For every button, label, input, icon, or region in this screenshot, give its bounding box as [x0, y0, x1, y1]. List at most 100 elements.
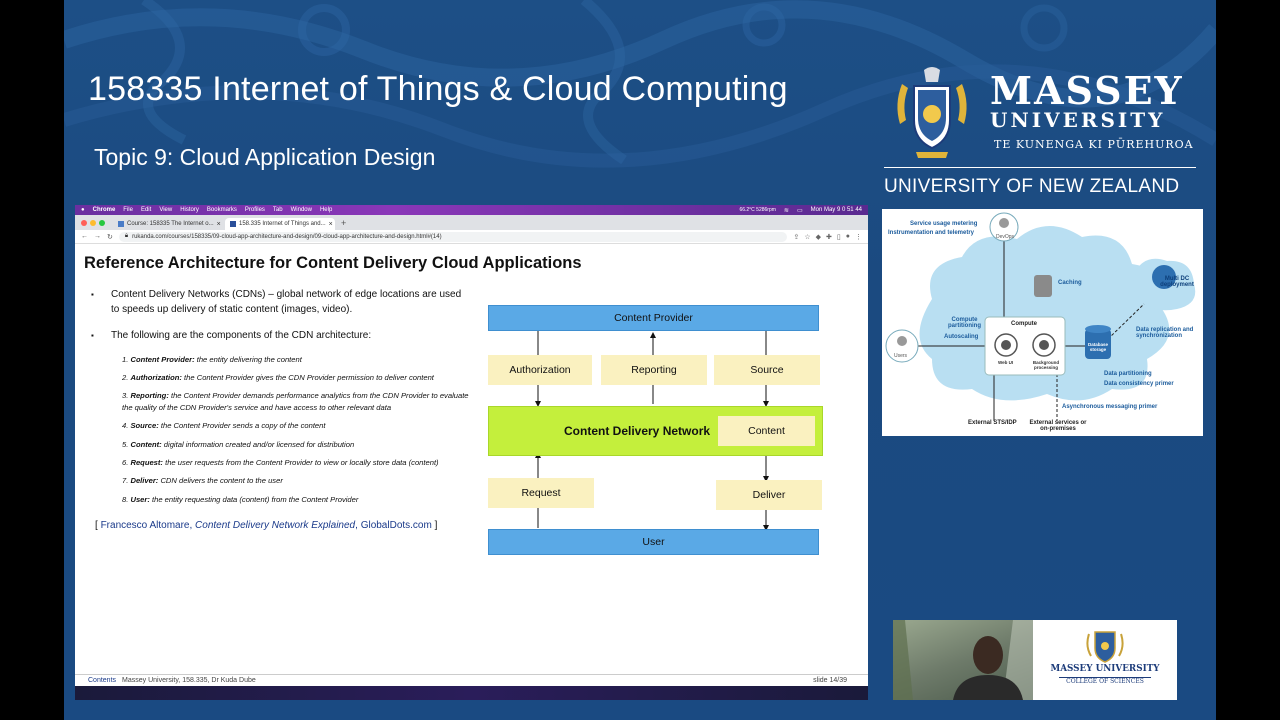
menu-app-chrome[interactable]: Chrome — [92, 207, 116, 213]
arch-label-background: Background processing — [1032, 360, 1060, 370]
webcam-feed — [893, 620, 1033, 700]
url-text: rukanda.com/courses/158335/09-cloud-app-… — [132, 233, 442, 240]
menu-window[interactable]: Window — [290, 207, 312, 213]
page-title: Reference Architecture for Content Deliv… — [84, 254, 582, 272]
list-item: 2. Authorization: the Content Provider g… — [122, 372, 434, 382]
url-input[interactable]: 🔒︎ rukanda.com/courses/158335/09-cloud-a… — [118, 231, 788, 242]
list-item: 4. Source: the Content Provider sends a … — [122, 421, 326, 431]
menu-view[interactable]: View — [159, 207, 173, 213]
slide-number: slide 14/39 — [813, 677, 847, 684]
cdn-diagram: Content Provider Authorization Reporting… — [488, 305, 828, 555]
arch-label-multi-dc: Multi DC deployment — [1160, 276, 1194, 288]
tab-slides[interactable]: 158.335 Internet of Things and... × — [225, 218, 335, 230]
slide-page: Reference Architecture for Content Deliv… — [75, 244, 868, 674]
card-crest-icon — [1086, 631, 1124, 663]
massey-logo: MASSEY UNIVERSITY TE KUNENGA KI PŪREHURO… — [884, 64, 1204, 204]
deliver-box: Deliver — [716, 480, 822, 510]
authorization-box: Authorization — [488, 355, 592, 385]
citation: [ Francesco Altomare, Content Delivery N… — [95, 520, 438, 531]
citation-link[interactable]: Francesco Altomare, Content Delivery Net… — [100, 520, 432, 531]
window-controls — [81, 219, 105, 226]
arch-label-web-ui: Web UI — [998, 360, 1014, 365]
extension-icon[interactable]: ◆ — [815, 233, 822, 241]
cloud-shape — [885, 212, 1196, 421]
nz-tagline: UNIVERSITY OF NEW ZEALAND — [884, 176, 1180, 197]
reporting-box: Reporting — [601, 355, 707, 385]
apple-icon[interactable]: ● — [81, 207, 85, 213]
presenter-silhouette — [893, 620, 1033, 700]
menu-profiles[interactable]: Profiles — [244, 207, 265, 213]
slide: 158335 Internet of Things & Cloud Comput… — [64, 0, 1216, 720]
menu-tab[interactable]: Tab — [272, 207, 283, 213]
reload-icon[interactable]: ↻ — [107, 233, 113, 241]
arch-label-compute-partitioning: Compute partitioning — [948, 317, 981, 329]
browser-window: ● Chrome File Edit View History Bookmark… — [75, 205, 868, 700]
cloud-architecture-image: Service usage metering Instrumentation a… — [882, 209, 1203, 436]
more-menu-icon[interactable]: ⋮ — [855, 233, 862, 241]
system-temp-status[interactable]: 66.2°C 5286rpm — [739, 207, 776, 213]
component-list: 1. Content Provider: the entity deliveri… — [122, 354, 471, 506]
arch-label-compute: Compute — [1011, 321, 1037, 327]
contents-link[interactable]: Contents — [88, 677, 117, 684]
cdn-label: Content Delivery Network — [564, 424, 711, 438]
menu-file[interactable]: File — [123, 207, 133, 213]
list-item: 3. Reporting: the Content Provider deman… — [122, 391, 469, 413]
bullet-list: Content Delivery Networks (CDNs) – globa… — [89, 288, 471, 512]
list-item: 1. Content Provider: the entity deliveri… — [122, 354, 302, 364]
share-icon[interactable]: ⇪ — [793, 233, 800, 241]
minimize-window-button[interactable] — [90, 219, 96, 226]
menu-edit[interactable]: Edit — [140, 207, 152, 213]
menu-history[interactable]: History — [180, 207, 199, 213]
maori-motto: TE KUNENGA KI PŪREHUROA — [994, 138, 1194, 151]
koru-pattern-background — [64, 0, 1216, 168]
new-tab-icon[interactable]: + — [341, 217, 347, 228]
close-tab-icon[interactable]: × — [328, 220, 333, 228]
close-window-button[interactable] — [81, 219, 87, 226]
menu-clock[interactable]: Mon May 9 0 51 44 — [810, 207, 862, 213]
content-box: Content — [718, 416, 815, 446]
list-item: 5. Content: digital information created … — [122, 439, 355, 449]
arch-label-metering: Service usage metering — [910, 221, 978, 227]
favicon-icon — [230, 221, 236, 227]
bullet-components: The following are the components of the … — [89, 329, 471, 344]
card-college-name: COLLEGE OF SCIENCES — [1066, 678, 1144, 685]
tab-course[interactable]: Course: 158335 The Internet o... × — [113, 218, 223, 230]
menu-help[interactable]: Help — [319, 207, 333, 213]
back-icon[interactable]: ← — [81, 233, 88, 240]
card-university-name: MASSEY UNIVERSITY — [1050, 664, 1160, 674]
content-provider-box: Content Provider — [488, 305, 819, 331]
arch-label-partitioning: Data partitioning — [1104, 371, 1152, 377]
university-wordmark: UNIVERSITY — [990, 108, 1166, 132]
profile-avatar-icon[interactable]: ● — [845, 232, 850, 240]
address-bar: ← → ↻ 🔒︎ rukanda.com/courses/158335/09-c… — [75, 230, 868, 244]
topic-title: Topic 9: Cloud Application Design — [94, 144, 436, 170]
arch-label-devops: DevOps — [996, 234, 1015, 240]
close-tab-icon[interactable]: × — [216, 220, 221, 228]
tab-strip: Course: 158335 The Internet o... × 158.3… — [75, 215, 868, 230]
favicon-icon — [118, 221, 124, 227]
menu-bookmarks[interactable]: Bookmarks — [206, 207, 237, 213]
forward-icon[interactable]: → — [94, 233, 101, 240]
arch-label-users: Users — [894, 353, 908, 359]
card-divider — [1059, 677, 1151, 678]
puzzle-icon[interactable]: ✚ — [826, 233, 832, 241]
source-box: Source — [714, 355, 820, 385]
slide-footer: Contents Massey University, 158.335, Dr … — [75, 674, 868, 686]
wifi-icon[interactable]: ≋ — [783, 207, 789, 214]
user-box: User — [488, 529, 819, 555]
tab-label: 158.335 Internet of Things and... — [239, 221, 326, 227]
battery-icon[interactable]: ▭ — [796, 207, 803, 214]
course-title: 158335 Internet of Things & Cloud Comput… — [88, 70, 788, 108]
arch-label-database: Database storage — [1087, 342, 1108, 352]
arch-label-sts: External STS/IDP — [968, 420, 1017, 426]
macos-menu-bar: ● Chrome File Edit View History Bookmark… — [75, 205, 868, 215]
zoom-window-button[interactable] — [99, 219, 105, 226]
sidebar-icon[interactable]: ▯ — [836, 233, 841, 241]
toolbar-icons: ⇪ ☆ ◆ ✚ ▯ ● ⋮ — [793, 233, 862, 241]
bookmark-star-icon[interactable]: ☆ — [804, 233, 811, 241]
arch-label-autoscaling: Autoscaling — [944, 334, 979, 340]
list-item: 6. Request: the user requests from the C… — [122, 457, 439, 467]
list-item: 8. User: the entity requesting data (con… — [122, 494, 359, 504]
arch-label-replication: Data replication and synchronization — [1136, 327, 1194, 339]
tab-label: Course: 158335 The Internet o... — [127, 221, 214, 227]
